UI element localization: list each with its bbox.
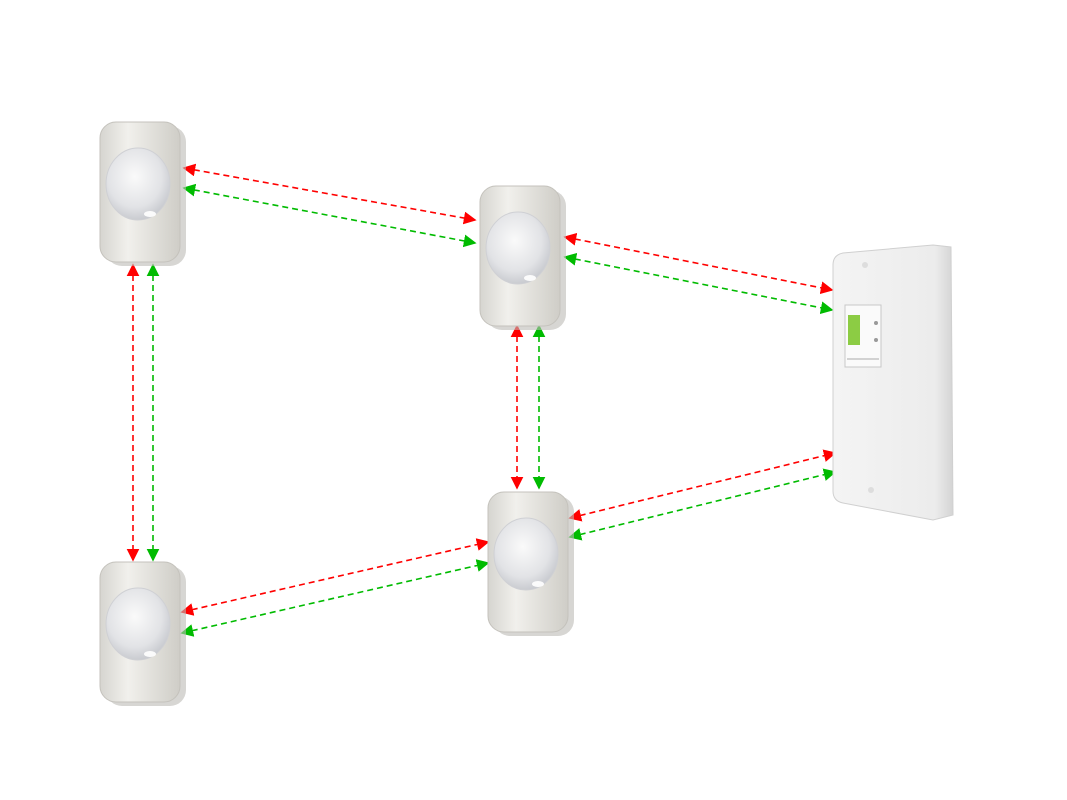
sensor-lens (105, 587, 171, 661)
motion-sensor (487, 491, 574, 636)
control-panel (832, 244, 954, 521)
screw-icon (862, 262, 868, 268)
red-link-arrow (568, 449, 837, 522)
links (126, 163, 837, 637)
sensor-lens (493, 517, 559, 591)
signal-indicator (848, 315, 860, 345)
motion-sensor (479, 185, 566, 330)
screw-icon (868, 487, 874, 493)
green-link-arrow (180, 559, 490, 637)
led-indicator (874, 321, 878, 325)
green-link-arrow (182, 183, 477, 248)
motion-sensor (99, 561, 186, 706)
led-indicator (874, 338, 878, 342)
green-link-arrow (568, 468, 837, 541)
motion-sensor (99, 121, 186, 266)
red-link-arrow (563, 232, 834, 295)
red-link-arrow (180, 538, 490, 616)
red-link-arrow (182, 163, 477, 225)
green-link-arrow (563, 252, 834, 315)
sensor-lens (105, 147, 171, 221)
devices (99, 121, 954, 706)
sensor-lens (485, 211, 551, 285)
